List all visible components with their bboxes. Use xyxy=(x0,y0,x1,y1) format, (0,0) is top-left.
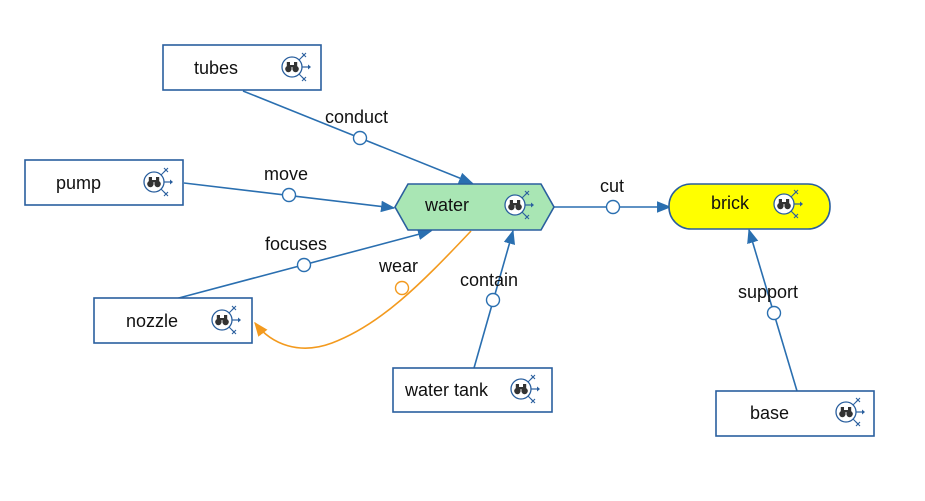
edge-contain[interactable]: contain xyxy=(460,229,518,369)
edge-cut[interactable]: cut xyxy=(554,176,672,215)
node-water[interactable]: water xyxy=(394,183,555,231)
node-water-label: water xyxy=(424,195,469,215)
edge-focuses-label: focuses xyxy=(265,234,327,254)
edge-conduct[interactable]: conduct xyxy=(242,90,474,184)
edge-wear-label: wear xyxy=(378,256,418,276)
edge-focuses-handle[interactable] xyxy=(296,257,312,273)
edge-support-label: support xyxy=(738,282,798,302)
edge-contain-label: contain xyxy=(460,270,518,290)
edge-conduct-label: conduct xyxy=(325,107,388,127)
node-nozzle[interactable]: nozzle xyxy=(93,297,253,344)
node-base-label: base xyxy=(750,403,789,423)
edge-focuses[interactable]: focuses xyxy=(174,228,433,300)
node-water-tank[interactable]: water tank xyxy=(392,367,553,413)
edge-support-handle[interactable] xyxy=(766,305,782,321)
node-brick-label: brick xyxy=(711,193,750,213)
edge-conduct-handle[interactable] xyxy=(352,130,368,146)
node-tubes-label: tubes xyxy=(194,58,238,78)
edge-support[interactable]: support xyxy=(738,228,798,392)
node-brick[interactable]: brick xyxy=(668,183,831,230)
edge-contain-handle[interactable] xyxy=(485,292,501,308)
node-pump[interactable]: pump xyxy=(24,159,184,206)
edge-move-label: move xyxy=(264,164,308,184)
node-nozzle-label: nozzle xyxy=(126,311,178,331)
edge-move[interactable]: move xyxy=(183,164,396,213)
node-water-tank-label: water tank xyxy=(404,380,489,400)
edge-cut-handle[interactable] xyxy=(605,199,621,215)
edge-move-handle[interactable] xyxy=(281,187,297,203)
edge-cut-label: cut xyxy=(600,176,624,196)
node-tubes[interactable]: tubes xyxy=(162,44,322,91)
node-pump-label: pump xyxy=(56,173,101,193)
edge-wear[interactable]: wear xyxy=(254,230,472,349)
node-base[interactable]: base xyxy=(715,390,875,437)
edge-wear-handle[interactable] xyxy=(394,280,410,296)
